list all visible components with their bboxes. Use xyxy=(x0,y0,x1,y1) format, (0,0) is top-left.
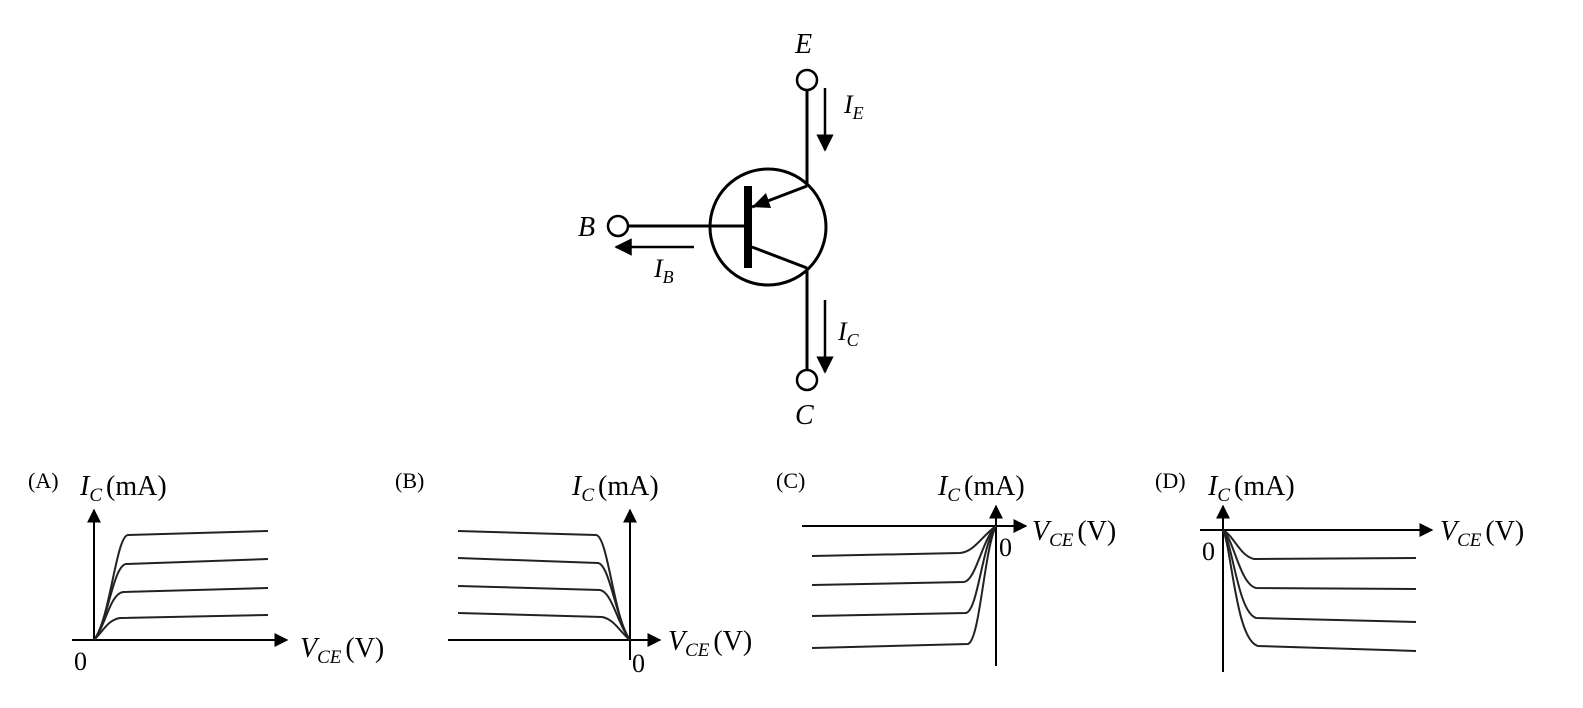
emitter-current-label: IE xyxy=(843,90,864,123)
emitter-terminal-node xyxy=(795,68,819,92)
option-c-curve-1 xyxy=(811,525,997,557)
option-d-label: (D) xyxy=(1155,468,1186,493)
option-a-curve-2 xyxy=(93,558,269,641)
option-a-y-axis-label: IC(mA) xyxy=(79,471,167,506)
option-c-curve-4 xyxy=(811,525,997,649)
base-current-label: IB xyxy=(653,254,674,287)
option-d-curve-4 xyxy=(1222,529,1417,652)
collector-current-label: IC xyxy=(837,317,860,350)
option-a-label: (A) xyxy=(28,468,59,493)
option-c-x-axis-label: VCE(V) xyxy=(1032,516,1116,551)
option-c-graph: (C) IC(mA) 0 VCE(V) xyxy=(776,468,1116,666)
option-a-x-axis-label: VCE(V) xyxy=(300,633,384,668)
option-d-x-axis-label: VCE(V) xyxy=(1440,516,1524,551)
option-c-curve-2 xyxy=(811,525,997,586)
transistor-circuit: E IE B IB C IC xyxy=(578,29,864,431)
option-b-y-axis-label: IC(mA) xyxy=(571,471,659,506)
base-terminal-node xyxy=(606,214,630,238)
base-bar xyxy=(744,186,752,268)
option-c-curve-3 xyxy=(811,525,997,617)
option-b-curve-1 xyxy=(457,530,631,641)
option-b-graph: (B) IC(mA) 0 VCE(V) xyxy=(395,468,752,678)
option-b-label: (B) xyxy=(395,468,424,493)
option-d-y-axis-label: IC(mA) xyxy=(1207,471,1295,506)
collector-terminal-label: C xyxy=(795,400,814,431)
option-c-y-axis-label: IC(mA) xyxy=(937,471,1025,506)
emitter-arrowhead-icon xyxy=(752,193,771,208)
option-a-graph: (A) IC(mA) 0 VCE(V) xyxy=(28,468,384,676)
emitter-terminal-label: E xyxy=(794,29,812,60)
option-a-curve-4 xyxy=(93,614,269,641)
collector-diagonal xyxy=(751,245,808,270)
option-c-label: (C) xyxy=(776,468,805,493)
option-a-curve-3 xyxy=(93,587,269,641)
option-d-curve-2 xyxy=(1222,529,1417,590)
option-b-x-axis-label: VCE(V) xyxy=(668,626,752,661)
option-c-origin-label: 0 xyxy=(999,533,1012,562)
option-d-graph: (D) IC(mA) 0 VCE(V) xyxy=(1155,468,1524,672)
option-d-curve-1 xyxy=(1222,529,1417,561)
option-d-origin-label: 0 xyxy=(1202,537,1215,566)
option-a-curve-1 xyxy=(93,530,269,641)
option-b-curve-2 xyxy=(457,557,631,641)
option-d-curve-3 xyxy=(1222,529,1417,623)
base-terminal-label: B xyxy=(578,212,595,243)
option-b-origin-label: 0 xyxy=(632,649,645,678)
option-b-curve-3 xyxy=(457,585,631,641)
collector-terminal-node xyxy=(795,368,819,392)
option-b-curve-4 xyxy=(457,612,631,641)
option-a-origin-label: 0 xyxy=(74,647,87,676)
